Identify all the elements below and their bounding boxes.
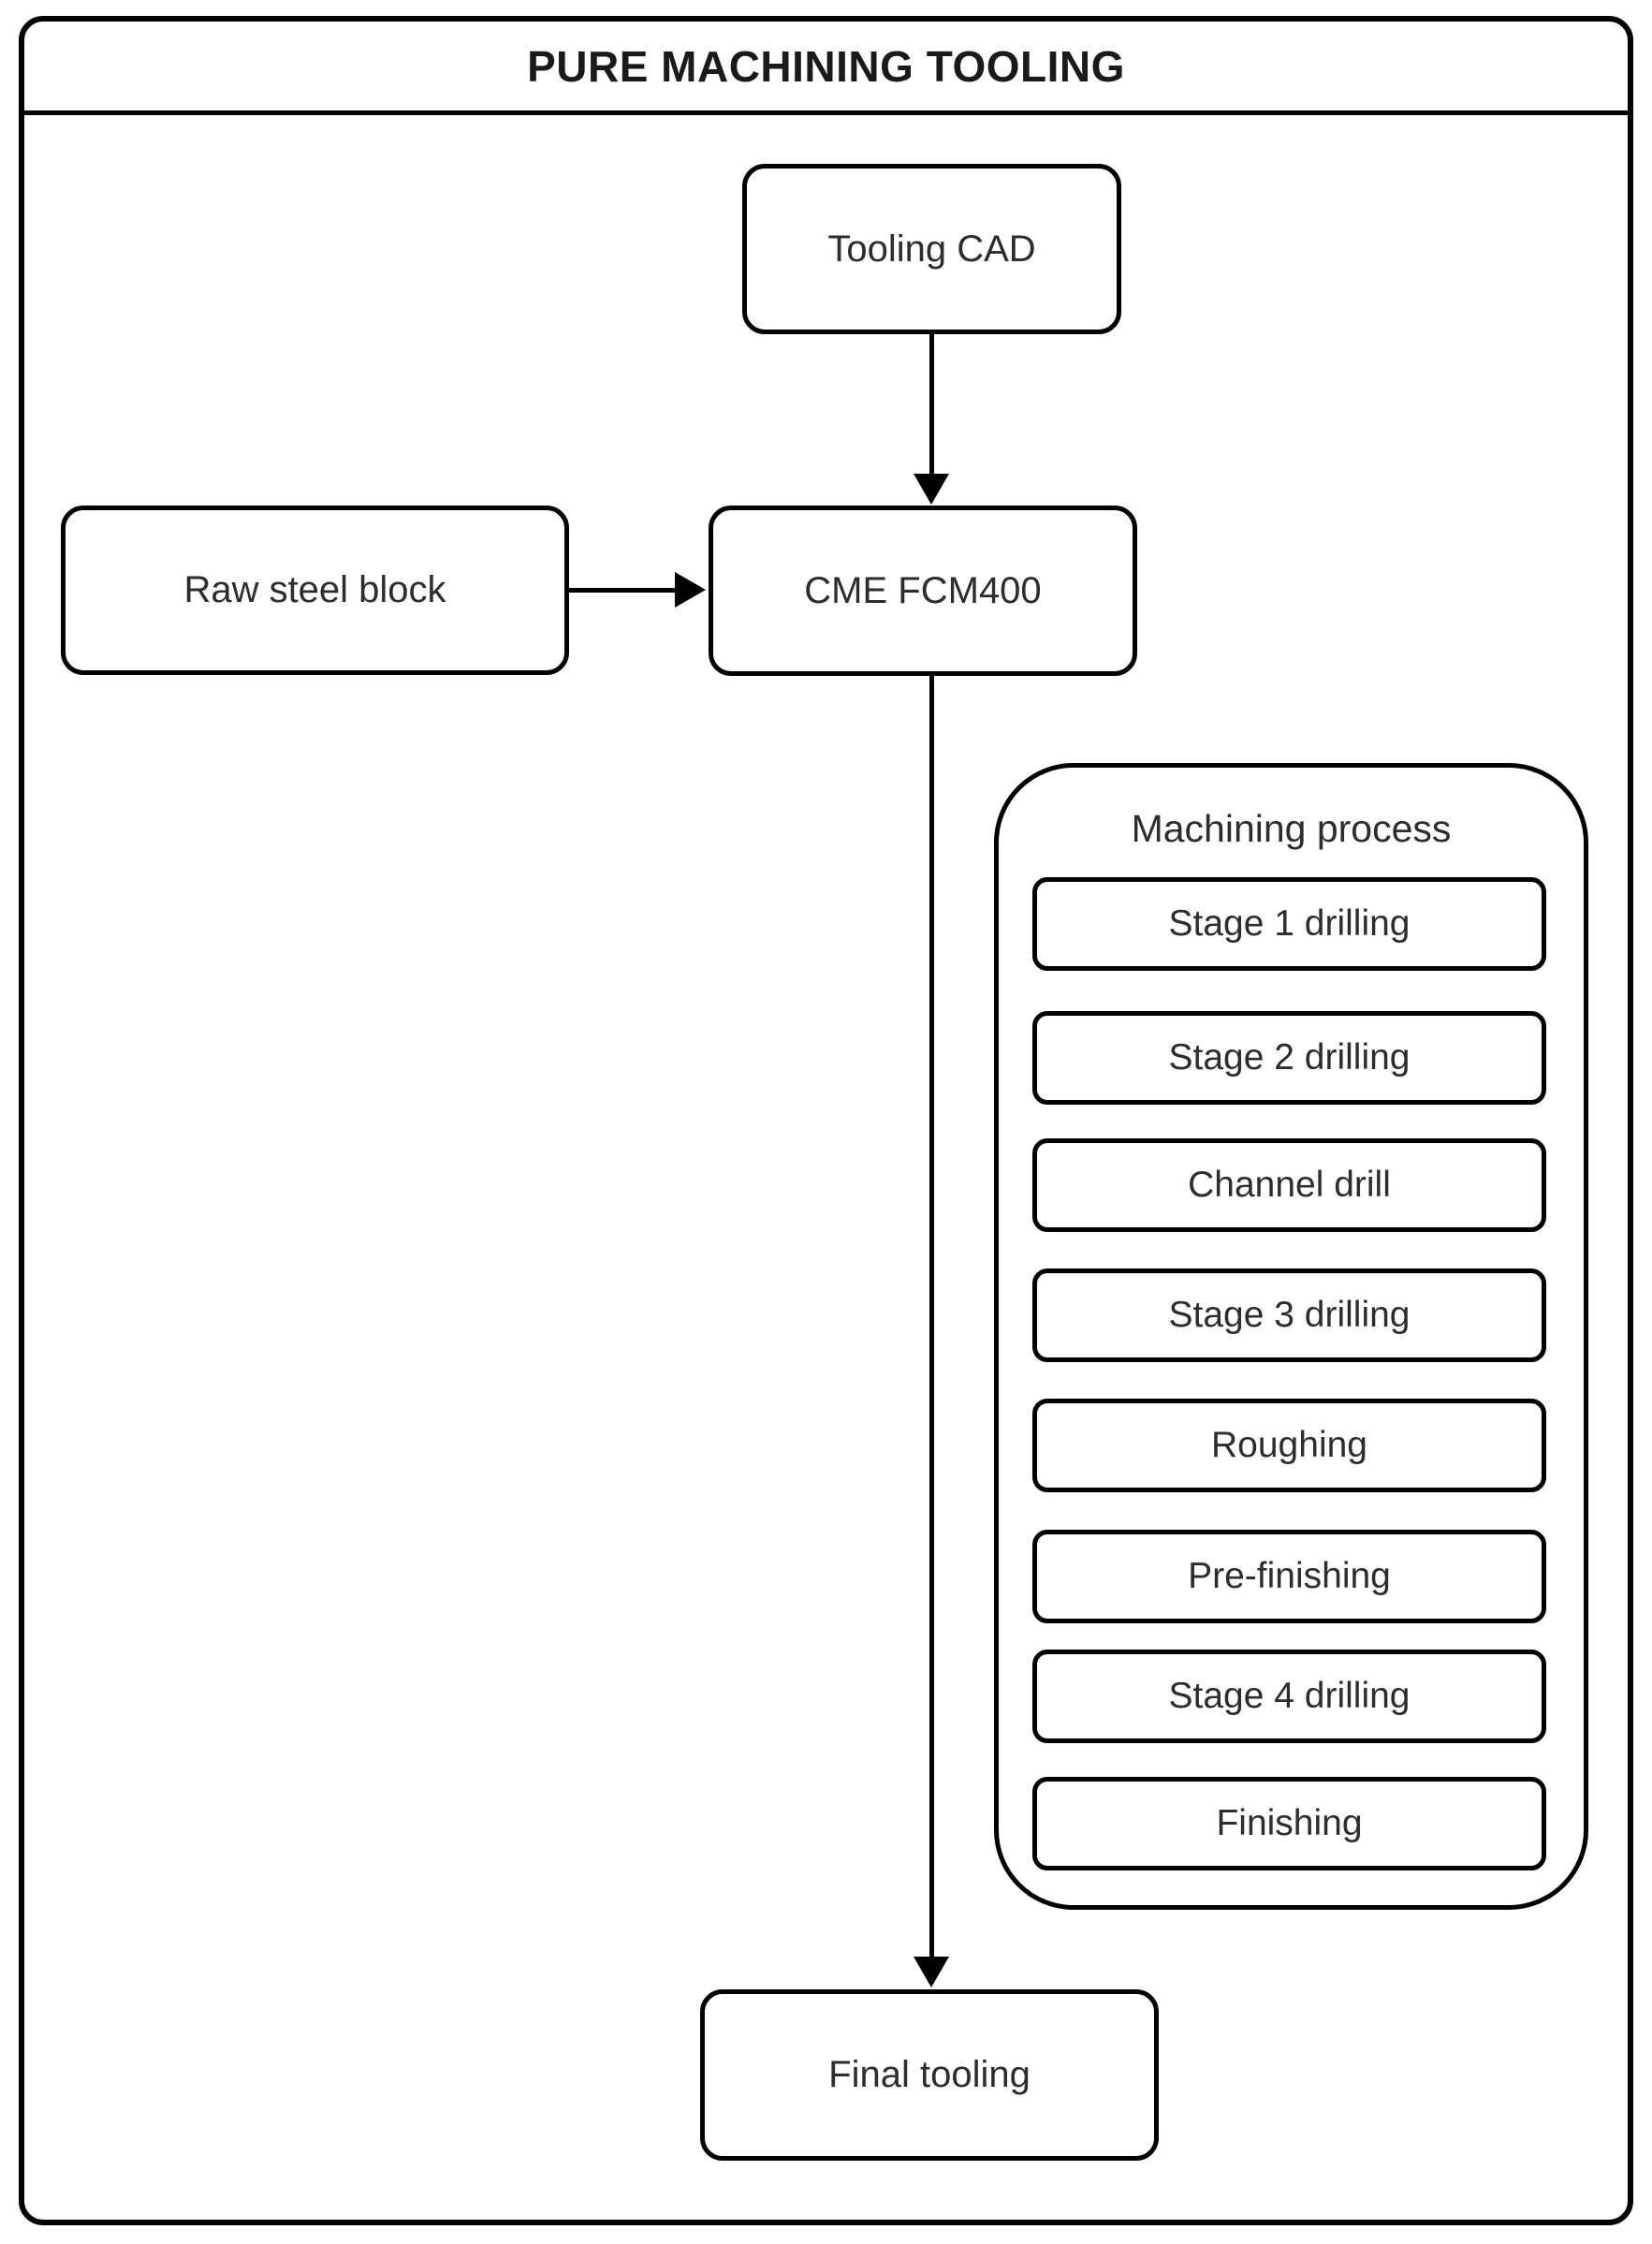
stage-box-finishing: Finishing (1032, 1777, 1546, 1870)
machining-process-container: Machining process Stage 1 drilling Stage… (994, 763, 1588, 1910)
node-final-tooling: Final tooling (700, 1989, 1159, 2161)
stage-label: Pre-finishing (1188, 1556, 1391, 1596)
stage-label: Finishing (1216, 1803, 1363, 1843)
diagram-title-bar: PURE MACHINING TOOLING (24, 22, 1628, 115)
page-title: PURE MACHINING TOOLING (527, 41, 1125, 91)
arrow-tooling-cad-to-cme-stem (929, 334, 934, 477)
stage-label: Stage 3 drilling (1168, 1295, 1411, 1335)
stage-label: Stage 2 drilling (1168, 1037, 1411, 1078)
machining-process-label: Machining process (1131, 807, 1452, 850)
arrowhead-down-icon (914, 1957, 949, 1987)
stage-box-stage-3-drilling: Stage 3 drilling (1032, 1269, 1546, 1362)
stage-label: Roughing (1211, 1425, 1367, 1465)
stage-box-stage-4-drilling: Stage 4 drilling (1032, 1650, 1546, 1743)
stage-box-stage-2-drilling: Stage 2 drilling (1032, 1011, 1546, 1105)
stage-box-pre-finishing: Pre-finishing (1032, 1530, 1546, 1623)
stage-box-stage-1-drilling: Stage 1 drilling (1032, 877, 1546, 971)
stage-box-channel-drill: Channel drill (1032, 1138, 1546, 1232)
node-cme-fcm400: CME FCM400 (709, 506, 1137, 676)
node-cme-fcm400-label: CME FCM400 (804, 569, 1042, 611)
stage-label: Stage 1 drilling (1168, 903, 1411, 944)
node-tooling-cad-label: Tooling CAD (827, 227, 1036, 270)
node-raw-steel-block: Raw steel block (61, 506, 569, 675)
stage-box-roughing: Roughing (1032, 1399, 1546, 1492)
arrowhead-right-icon (675, 572, 706, 608)
arrow-raw-steel-to-cme-stem (569, 588, 678, 593)
arrowhead-down-icon (914, 474, 949, 505)
arrow-cme-to-final-tooling-stem (929, 676, 934, 1959)
node-raw-steel-block-label: Raw steel block (183, 569, 446, 610)
stage-label: Stage 4 drilling (1168, 1676, 1411, 1716)
node-final-tooling-label: Final tooling (828, 2054, 1031, 2095)
stage-label: Channel drill (1188, 1165, 1391, 1205)
node-tooling-cad: Tooling CAD (742, 164, 1121, 334)
